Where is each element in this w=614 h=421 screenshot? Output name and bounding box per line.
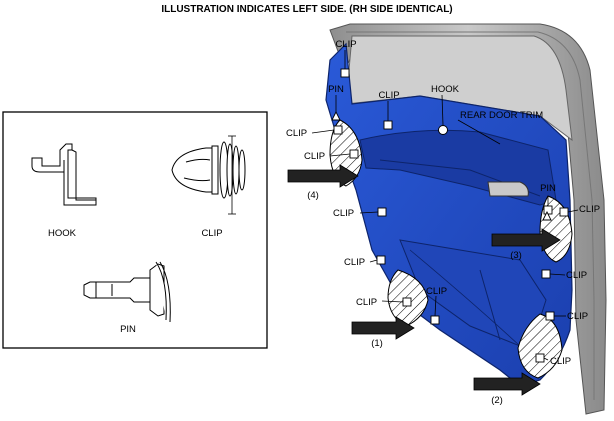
clip-marker <box>559 207 569 217</box>
clip-callout: CLIP <box>356 297 377 308</box>
clip-marker <box>383 120 393 130</box>
hook-callout: HOOK <box>431 84 460 95</box>
clip-callout: CLIP <box>426 286 447 297</box>
clip-marker <box>377 207 387 217</box>
step-label-1: (1) <box>371 338 383 349</box>
rear-door-trim-callout: REAR DOOR TRIM <box>460 110 543 121</box>
arrow-step-1 <box>351 316 415 340</box>
removal-direction-arrows <box>287 164 561 396</box>
callout-labels: CLIP PIN CLIP HOOK REAR DOOR TRIM CLIP C… <box>286 39 600 367</box>
clip-callout: CLIP <box>304 151 325 162</box>
step-label-2: (2) <box>491 395 503 406</box>
clip-marker <box>333 125 343 135</box>
arrow-step-3 <box>491 228 561 252</box>
arrow-step-4 <box>287 164 359 188</box>
pin-callout: PIN <box>540 183 556 194</box>
step-label-3: (3) <box>510 250 522 261</box>
step-label-4: (4) <box>307 190 319 201</box>
clip-callout: CLIP <box>567 311 588 322</box>
legend-hook-label: HOOK <box>48 228 77 239</box>
pin-marker <box>331 110 341 121</box>
clip-marker <box>430 315 440 325</box>
step-labels: (4) (3) (1) (2) <box>307 190 522 406</box>
clip-marker <box>349 149 359 159</box>
clip-marker <box>376 255 386 265</box>
clip-callout: CLIP <box>286 128 307 139</box>
pin-icon <box>83 261 171 323</box>
clip-callout: CLIP <box>378 90 399 101</box>
fastener-legend-panel: HOOK CLIP PIN <box>2 111 268 349</box>
clip-marker <box>402 297 412 307</box>
clip-callout: CLIP <box>550 356 571 367</box>
diagram-title: ILLUSTRATION INDICATES LEFT SIDE. (RH SI… <box>161 4 452 15</box>
rear-door-frame <box>329 23 607 415</box>
leader-lines <box>311 50 579 361</box>
pin-marker <box>542 210 552 221</box>
clip-icon <box>171 135 246 215</box>
clip-marker <box>545 311 555 321</box>
rear-door-trim-panel <box>325 42 573 387</box>
clip-callout: CLIP <box>566 270 587 281</box>
arrow-step-2 <box>473 372 541 396</box>
hook-icon <box>31 143 97 206</box>
clip-marker <box>543 205 553 215</box>
clip-callout: CLIP <box>333 208 354 219</box>
legend-pin-label: PIN <box>120 324 136 335</box>
clip-marker <box>340 68 350 78</box>
fastener-markers <box>331 68 569 363</box>
clip-callout: CLIP <box>579 204 600 215</box>
clip-marker <box>541 269 551 279</box>
hook-marker <box>438 125 448 135</box>
clip-callout: CLIP <box>344 257 365 268</box>
legend-clip-label: CLIP <box>201 228 222 239</box>
clip-callout: CLIP <box>335 39 356 50</box>
pin-callout: PIN <box>328 84 344 95</box>
clip-marker <box>535 353 545 363</box>
